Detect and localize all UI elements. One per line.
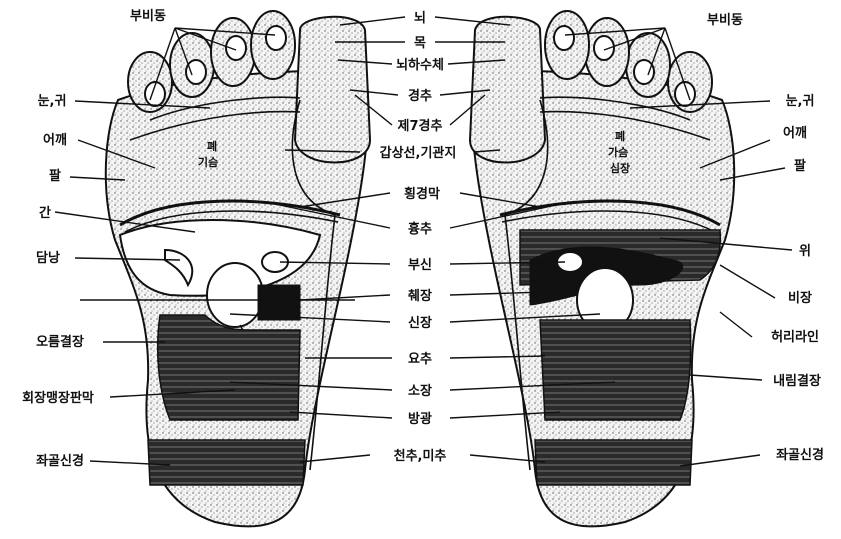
label-left-sinus: 부비동	[130, 9, 166, 24]
right-foot	[470, 11, 734, 526]
label-left-ascending-colon: 오름결장	[36, 334, 84, 350]
left-intestine-area	[158, 315, 300, 420]
label-neck: 목	[414, 36, 426, 51]
label-thyroid-bronchi: 갑상선,기관지	[380, 145, 457, 161]
right-toe-tip-4	[634, 60, 654, 84]
label-right-eye-ear: 눈,귀	[786, 93, 815, 109]
label-left-gallbladder: 담낭	[36, 250, 60, 266]
left-sciatic-band	[148, 440, 305, 485]
label-right-sciatic-nerve: 좌골신경	[776, 447, 824, 463]
label-left-sciatic-nerve: 좌골신경	[36, 453, 84, 469]
label-adrenal: 부신	[408, 258, 432, 273]
left-big-toe	[295, 17, 370, 163]
label-right-arm: 팔	[794, 159, 806, 174]
label-small-intestine: 소장	[408, 383, 432, 399]
label-seventh-cervical: 제7경추	[398, 118, 443, 134]
label-left-liver: 간	[39, 205, 51, 221]
label-right-stomach: 위	[799, 244, 811, 259]
label-sacrum-coccyx: 천추,미추	[394, 448, 447, 464]
center-labels: 뇌 목 뇌하수체 경추 제7경추 갑상선,기관지 횡경막 흉추 부신 췌장 신장…	[380, 10, 457, 464]
label-head: 뇌	[414, 10, 426, 26]
right-big-toe	[470, 17, 545, 163]
left-foot	[106, 11, 370, 526]
left-kidney	[207, 263, 263, 327]
left-toe-tip-4	[186, 60, 206, 84]
label-left-eye-ear: 눈,귀	[38, 93, 67, 109]
right-intestine-area	[540, 320, 691, 420]
label-right-descending-colon: 내림결장	[773, 373, 821, 389]
label-left-arm: 팔	[49, 169, 61, 184]
label-thoracic-spine: 흉추	[408, 221, 432, 237]
label-kidney: 신장	[408, 315, 432, 331]
label-bladder: 방광	[408, 411, 432, 427]
label-left-shoulder: 어깨	[43, 132, 67, 148]
label-right-sinus: 부비동	[707, 13, 743, 28]
left-pancreas	[258, 285, 300, 320]
label-cervical-spine: 경추	[408, 88, 432, 104]
label-pancreas: 췌장	[408, 288, 432, 304]
right-sciatic-band	[535, 440, 692, 485]
label-right-shoulder: 어깨	[783, 125, 807, 141]
label-left-ileocecal-valve: 회장맹장판막	[22, 390, 94, 406]
label-pituitary: 뇌하수체	[396, 57, 444, 73]
label-diaphragm: 횡경막	[404, 186, 440, 202]
right-toe-tip-2	[554, 26, 574, 50]
label-lumbar-spine: 요추	[408, 351, 432, 367]
label-right-waistline: 허리라인	[771, 329, 819, 345]
label-right-spleen: 비장	[788, 290, 812, 306]
left-toe-tip-2	[266, 26, 286, 50]
